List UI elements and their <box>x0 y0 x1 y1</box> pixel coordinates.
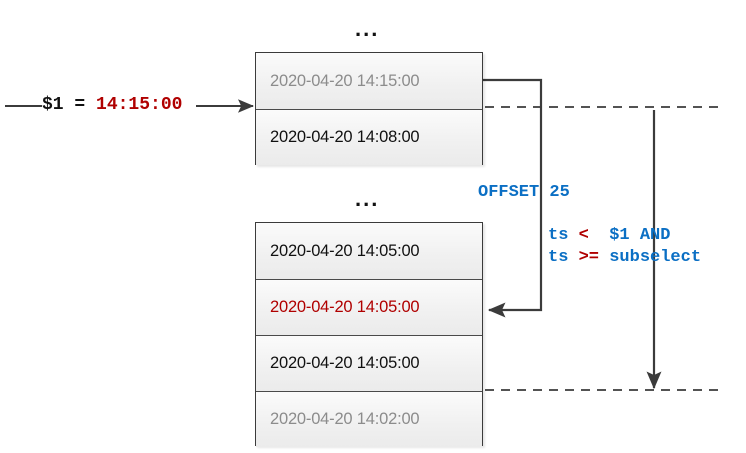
ellipsis-above-top-table: ... <box>355 16 380 41</box>
predicate-line1-prefix: ts <box>548 226 579 245</box>
table-row[interactable]: 2020-04-20 14:05:00 <box>256 335 482 391</box>
predicate-operator-lt: < <box>578 226 600 245</box>
parameter-label: $1 = 14:15:00 <box>42 94 182 117</box>
offset-annotation: OFFSET 25 <box>478 183 570 202</box>
predicate-line2-prefix: ts <box>548 247 579 267</box>
table-bottom-rows: 2020-04-20 14:05:00 2020-04-20 14:05:00 … <box>255 222 483 447</box>
predicate-line1-suffix: $1 AND <box>599 226 671 245</box>
parameter-name: $1 = <box>42 95 97 115</box>
ellipsis-above-bottom-table: ... <box>355 186 380 211</box>
table-top-rows: 2020-04-20 14:15:00 2020-04-20 14:08:00 <box>255 52 483 165</box>
table-row[interactable]: 2020-04-20 14:05:00 <box>256 223 482 279</box>
table-row-highlighted[interactable]: 2020-04-20 14:05:00 <box>256 279 482 335</box>
predicate-operator-gte: >= <box>578 247 600 267</box>
predicate-line2-suffix: subselect <box>599 247 702 267</box>
parameter-value: 14:15:00 <box>96 95 183 115</box>
table-row[interactable]: 2020-04-20 14:08:00 <box>256 109 482 165</box>
table-row[interactable]: 2020-04-20 14:02:00 <box>256 391 482 447</box>
table-row[interactable]: 2020-04-20 14:15:00 <box>256 53 482 109</box>
predicate-annotation: ts < $1 AND ts >= subselect <box>548 225 701 269</box>
